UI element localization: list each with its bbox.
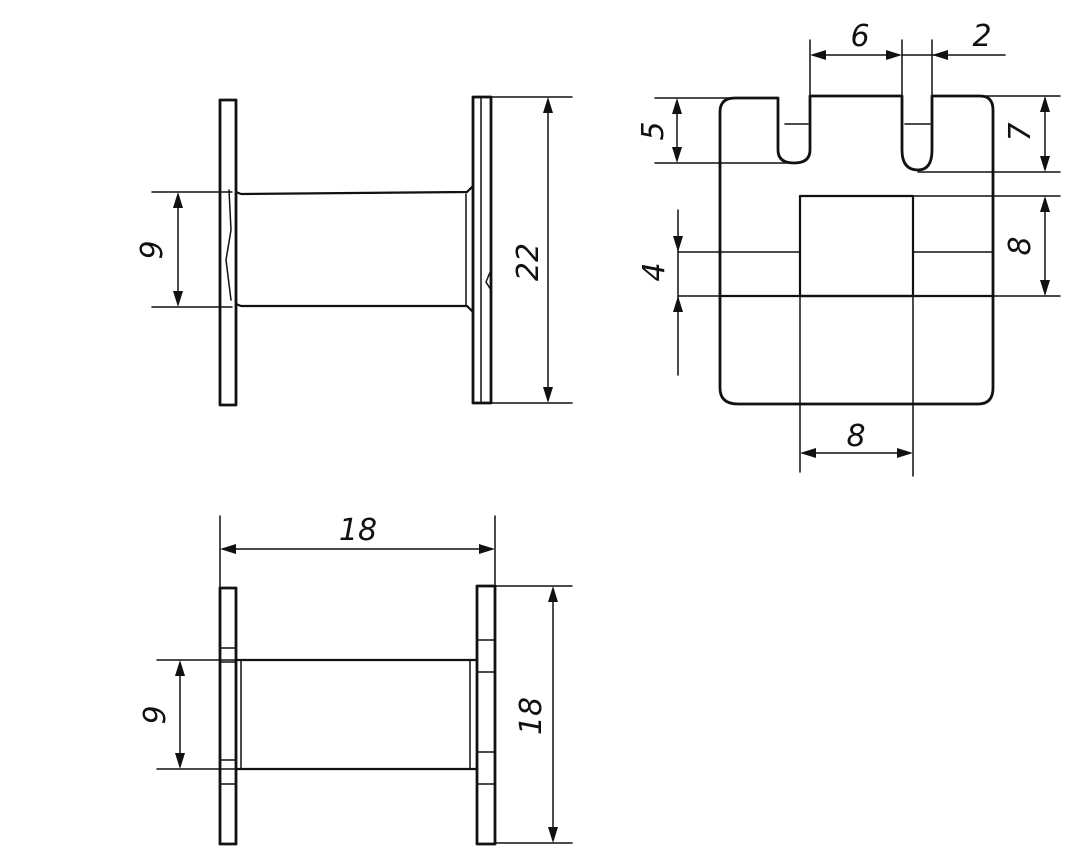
- dim-center-offset: 4: [637, 209, 683, 376]
- plate-window: [798, 194, 915, 298]
- dim-flange-height-bottom: 18: [514, 586, 558, 843]
- dim-label-flange-height-bottom: 18: [514, 697, 549, 735]
- dim-label-center-offset: 4: [637, 262, 672, 281]
- dim-label-slot-depth-left: 5: [636, 121, 671, 140]
- dim-slot-depth-right: 7: [917, 95, 1061, 173]
- dim-label-hub-diameter-bottom: 9: [138, 705, 173, 724]
- dim-label-window-width: 8: [846, 419, 865, 454]
- spool-view-top: 9 22: [135, 95, 573, 407]
- plate-outline: [718, 94, 995, 406]
- left-flange-bottom: [218, 586, 238, 846]
- dim-label-overall-length: 18: [339, 513, 377, 548]
- dim-window-height: 8: [912, 195, 1061, 297]
- flange-plate-view: 6 2 5 7: [636, 19, 1061, 477]
- dim-overall-length: 18: [219, 513, 496, 589]
- dim-label-slot-width: 2: [972, 19, 991, 54]
- dim-hub-diameter: 9: [135, 192, 183, 307]
- spool-view-bottom: 18 9 18: [138, 513, 573, 846]
- hub-body: [234, 184, 475, 196]
- left-flange: [218, 98, 238, 407]
- dim-label-slot-spacing: 6: [850, 19, 869, 54]
- dim-flange-height: 22: [511, 97, 553, 403]
- dim-label-window-height: 8: [1003, 236, 1038, 255]
- dim-slot-spacing: 6: [809, 19, 903, 97]
- dim-slot-width: 2: [901, 19, 1006, 97]
- dim-label-flange-height: 22: [511, 243, 546, 281]
- dim-label-slot-depth-right: 7: [1003, 122, 1038, 141]
- dim-hub-diameter-bottom: 9: [138, 660, 185, 769]
- right-flange-bottom: [475, 584, 497, 846]
- right-flange: [471, 95, 493, 405]
- dim-window-width: 8: [799, 403, 914, 477]
- dim-label-hub-diameter: 9: [135, 240, 170, 259]
- dim-slot-depth-left: 5: [636, 97, 791, 164]
